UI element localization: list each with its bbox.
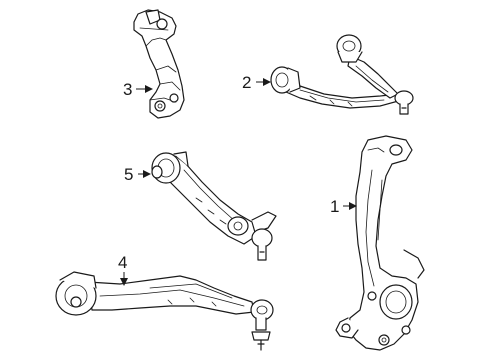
callout-5: 5 xyxy=(124,165,151,184)
callout-label-4: 4 xyxy=(118,253,127,272)
tension-strut-part xyxy=(151,151,277,261)
callout-label-3: 3 xyxy=(123,80,132,99)
upper-control-arm-part xyxy=(270,34,414,115)
bracket-part xyxy=(133,9,185,119)
callout-label-2: 2 xyxy=(242,73,251,92)
lower-control-arm-part xyxy=(55,271,274,351)
callout-4: 4 xyxy=(118,253,128,286)
callout-label-5: 5 xyxy=(124,165,133,184)
callout-3: 3 xyxy=(123,80,153,99)
callout-label-1: 1 xyxy=(330,197,339,216)
steering-knuckle-part xyxy=(335,135,425,351)
callout-1: 1 xyxy=(330,197,357,216)
callout-2: 2 xyxy=(242,73,271,92)
